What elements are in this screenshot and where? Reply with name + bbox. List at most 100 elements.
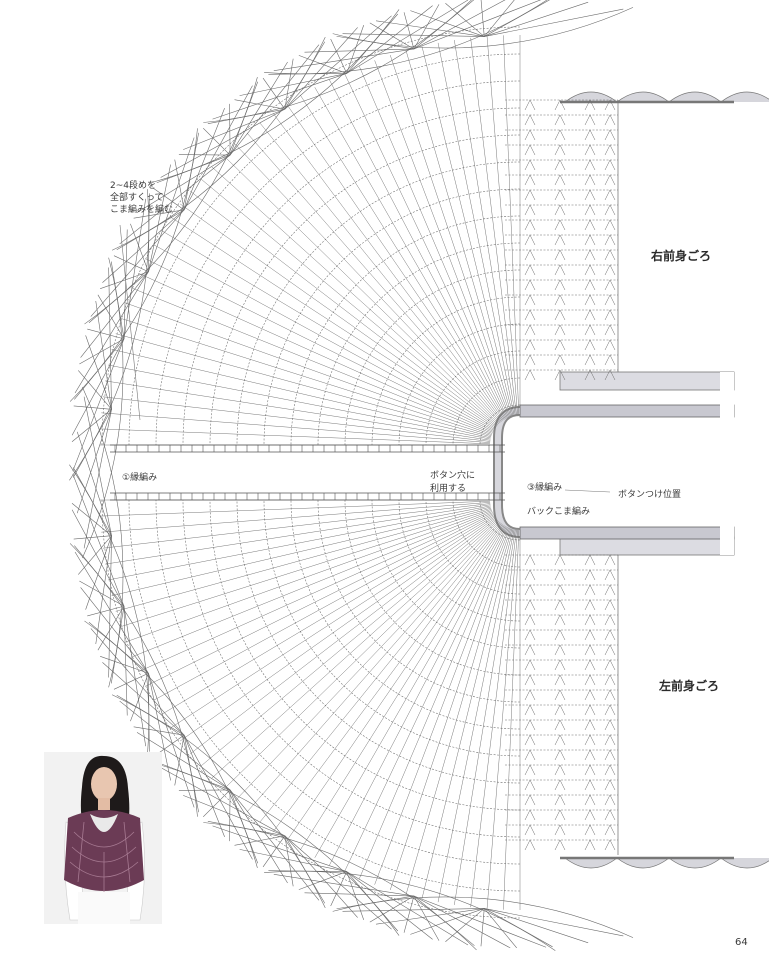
fan-stitches [69,0,634,951]
spoke [286,524,504,842]
arc-row [425,350,521,446]
spoke [108,505,491,581]
fan-motif [69,543,198,817]
spoke [374,528,510,885]
spoke [161,515,495,715]
arc-row [317,499,521,703]
spoke [102,396,491,442]
spoke [405,528,513,895]
spoke [503,529,520,910]
spoke [102,503,491,549]
spoke [101,502,491,533]
spoke [100,428,491,445]
spoke [111,349,491,439]
spoke [200,178,498,426]
spoke [454,40,516,416]
stitch-rows [100,26,618,919]
arc-row [371,296,521,446]
spoke [343,527,508,873]
edge-a-label: ①縁編み [122,471,157,483]
spoke [329,526,507,866]
spoke [486,529,518,909]
arc-row [209,134,521,446]
spoke [300,95,505,420]
fan-motif [152,762,400,936]
spoke [234,521,500,802]
spoke [170,516,496,728]
spoke [153,244,494,431]
spoke [190,190,497,427]
spoke [100,500,491,517]
arc-row [290,215,521,446]
arc-row [101,499,521,919]
spoke [359,527,509,879]
spoke [314,526,506,858]
fan-motif [264,870,556,951]
spoke [105,504,491,565]
spoke [247,522,501,812]
arc-row [101,26,521,446]
spoke [389,528,511,891]
arc-row [182,499,521,838]
spoke [300,525,505,850]
spoke [125,302,492,435]
spoke [180,517,496,742]
spoke [211,166,499,425]
spoke [153,514,494,701]
spoke [138,273,493,433]
center-bands [110,444,505,501]
arc-row [344,269,521,446]
arc-row [236,161,521,446]
arc-row [398,499,521,622]
arc-row [209,499,521,811]
spoke [272,524,503,832]
arc-row [290,499,521,730]
fan-motif [71,257,124,559]
spoke [405,50,513,417]
rows-note-line3: こま編みを編む [110,203,173,215]
right-tabs [493,371,735,556]
arc-row [155,80,521,446]
page-number: 64 [735,937,748,948]
fan-motif [203,822,477,951]
spoke [234,143,500,424]
spoke [138,512,493,672]
spoke [222,154,499,424]
buttonhole-note-line1: ボタン穴に [430,469,475,481]
arc-row [155,499,521,865]
spoke [247,133,501,423]
spoke [486,36,518,416]
left-panel-label: 左前身ごろ [658,678,719,693]
button-position-label: ボタンつけ位置 [618,488,681,500]
back-stitch-label: バックこま編み [527,505,590,517]
spoke [222,521,499,791]
arc-row [425,499,521,595]
spoke [101,412,491,443]
spoke [259,523,502,823]
spoke [105,380,491,441]
spoke [421,46,514,416]
arc-row [398,323,521,446]
fan-motif [332,0,634,49]
arc-row [263,499,521,757]
right-panel-label: 右前身ごろ [650,248,711,263]
center-ticks [114,445,501,500]
spoke [437,529,515,903]
spoke [180,203,496,428]
spoke [200,519,498,767]
spoke [161,230,495,430]
rows-note-line1: 2~4段めを [110,179,156,191]
spoke [131,287,493,434]
spoke [437,42,515,416]
spoke [374,60,510,417]
spoke [120,318,492,436]
spoke [145,258,494,432]
arc-row [317,242,521,446]
model-illustration [44,752,162,924]
spoke [190,518,497,755]
spoke [108,364,491,440]
spoke [115,333,492,438]
fan-motif [152,9,400,183]
spoke [111,506,491,596]
